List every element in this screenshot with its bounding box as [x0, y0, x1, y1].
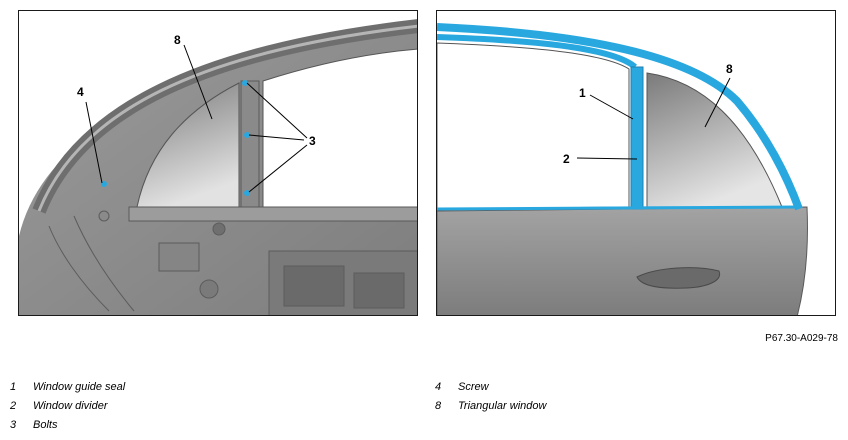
legend-number: 2 — [10, 400, 17, 412]
reference-code: P67.30-A029-78 — [765, 333, 838, 344]
main-window-opening — [437, 42, 630, 210]
legend-number: 4 — [435, 381, 442, 393]
callout-3: 3 — [309, 134, 316, 148]
callout-8: 8 — [174, 33, 181, 47]
legend-number: 3 — [10, 419, 17, 431]
bolt-marker-top — [242, 80, 248, 86]
belt-line-seal — [437, 205, 798, 211]
door-interior-illustration: 8 4 3 — [18, 10, 418, 316]
legend-label: Triangular window — [458, 400, 547, 412]
main-window-opening — [262, 48, 417, 208]
leader-lines — [85, 44, 308, 193]
highlighted-fasteners — [101, 80, 250, 196]
legend-label: Window divider — [33, 400, 108, 412]
callout-4: 4 — [77, 85, 84, 99]
legend-number: 8 — [435, 400, 442, 412]
window-guide-seal-inner — [437, 34, 637, 70]
door-handle — [636, 267, 721, 289]
callout-2: 2 — [563, 152, 570, 166]
door-exterior-illustration: 8 1 2 — [436, 10, 836, 316]
door-exterior-drawing: 8 1 2 — [437, 23, 809, 315]
window-guide-seal — [437, 23, 803, 211]
window-frame-highlight — [37, 24, 417, 212]
window-divider — [630, 66, 644, 210]
triangular-window-glass — [646, 72, 783, 208]
door-interior-drawing: 8 4 3 — [19, 19, 417, 315]
legend-label: Bolts — [33, 419, 58, 431]
screw-marker — [101, 181, 107, 187]
callout-1: 1 — [579, 86, 586, 100]
legend-label: Window guide seal — [33, 381, 126, 393]
bolt-marker-bottom — [244, 190, 250, 196]
inner-panel-details — [48, 210, 417, 315]
door-outer-panel — [437, 206, 809, 315]
window-divider-post — [240, 80, 260, 222]
belt-line — [128, 206, 417, 222]
callout-8: 8 — [726, 62, 733, 76]
legend-number: 1 — [10, 381, 17, 393]
bolt-marker-middle — [244, 132, 250, 138]
triangular-window-glass — [136, 82, 240, 208]
leader-lines — [576, 77, 731, 160]
legend-label: Screw — [458, 381, 489, 393]
